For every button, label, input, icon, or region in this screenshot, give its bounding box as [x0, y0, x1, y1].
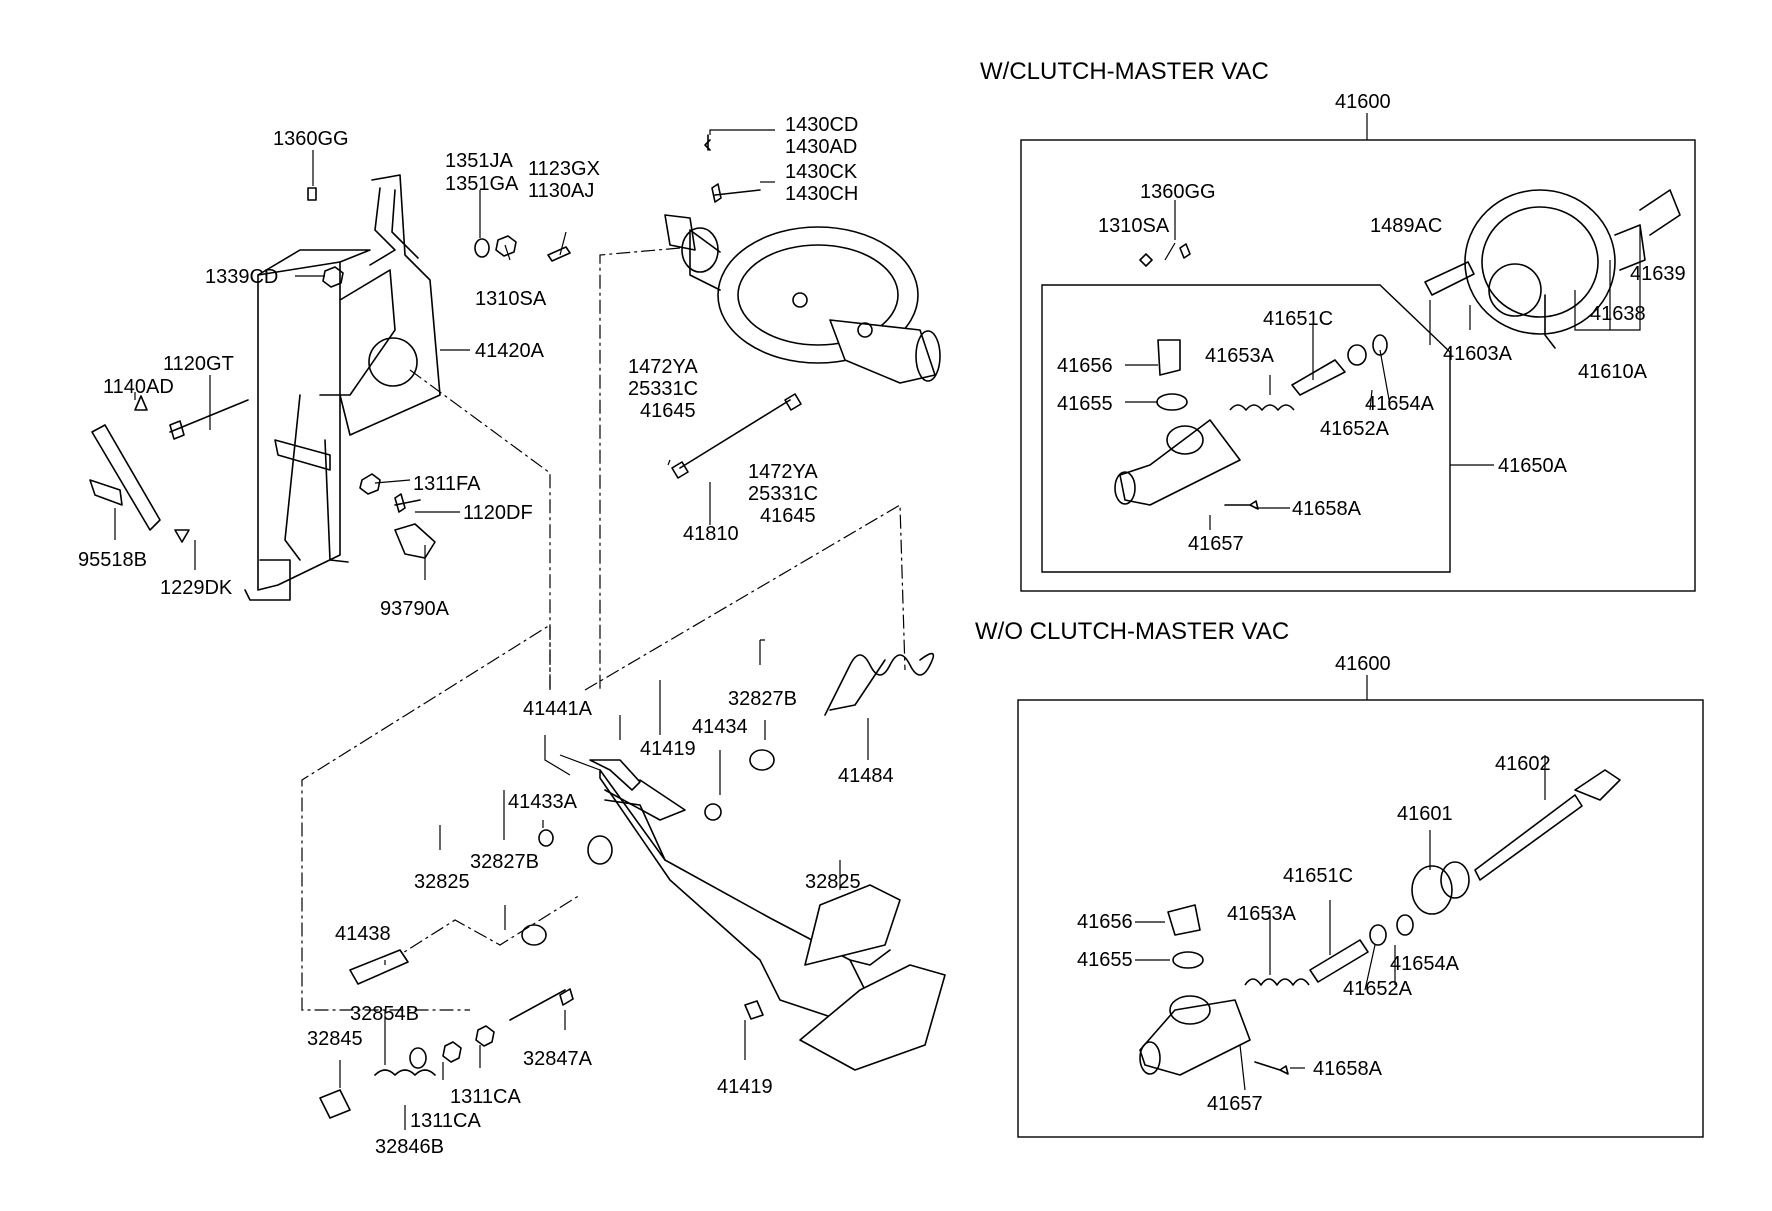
- label-vac-41603A: 41603A: [1443, 343, 1513, 365]
- left-hardware: [89, 187, 571, 559]
- label-1351JA: 1351JA: [445, 150, 513, 172]
- label-95518B: 95518B: [78, 549, 147, 571]
- label-vac-41610A: 41610A: [1578, 361, 1648, 383]
- label-novac-41655: 41655: [1077, 949, 1133, 971]
- label-1351GA: 1351GA: [445, 173, 519, 195]
- label-1430CD: 1430CD: [785, 114, 858, 136]
- subassembly-frame: [1041, 284, 1451, 573]
- novac-pushrod-assembly: [1411, 769, 1621, 915]
- label-1430CK: 1430CK: [785, 161, 858, 183]
- vac-master-cylinder: [1114, 334, 1388, 510]
- label-1229DK: 1229DK: [160, 577, 233, 599]
- label-1311CA-left: 1311CA: [410, 1110, 481, 1132]
- label-32847A: 32847A: [523, 1048, 593, 1070]
- label-vac-1310SA: 1310SA: [1098, 215, 1170, 237]
- label-41420A: 41420A: [475, 340, 545, 362]
- label-novac-41656: 41656: [1077, 911, 1133, 933]
- label-41441A: 41441A: [523, 698, 593, 720]
- without-vac-section: W/O CLUTCH-MASTER VAC 41600: [975, 618, 1704, 1138]
- label-1311CA-right: 1311CA: [450, 1086, 521, 1108]
- label-41419-upper: 41419: [640, 738, 696, 760]
- label-41484: 41484: [838, 765, 894, 787]
- label-1472YA-lower: 1472YA: [748, 461, 818, 483]
- without-vac-frame: [1017, 699, 1704, 1138]
- label-novac-41651C: 41651C: [1283, 865, 1353, 887]
- label-32854B: 32854B: [350, 1003, 419, 1025]
- part-labels: 1360GG 1351JA 1351GA 1123GX 1130AJ 1339C…: [78, 114, 1686, 1158]
- label-41434: 41434: [692, 716, 748, 738]
- booster-hardware: [671, 134, 802, 479]
- label-93790A: 93790A: [380, 598, 450, 620]
- label-32827B-lower: 32827B: [470, 851, 539, 873]
- label-32846B: 32846B: [375, 1136, 444, 1158]
- label-41645-upper: 41645: [640, 400, 696, 422]
- label-32825-left: 32825: [414, 871, 470, 893]
- label-vac-41651C: 41651C: [1263, 308, 1333, 330]
- label-41433A: 41433A: [508, 791, 578, 813]
- label-novac-41653A: 41653A: [1227, 903, 1297, 925]
- label-1123GX: 1123GX: [528, 158, 600, 180]
- label-vac-1360GG: 1360GG: [1140, 181, 1216, 203]
- label-1339CD: 1339CD: [205, 266, 278, 288]
- label-1140AD: 1140AD: [103, 376, 174, 398]
- label-25331C-lower: 25331C: [748, 483, 818, 505]
- brake-booster: [664, 214, 941, 384]
- label-vac-41639: 41639: [1630, 263, 1686, 285]
- clutch-pedal: [587, 759, 946, 1071]
- assembly-dash-lines: [301, 247, 906, 1011]
- label-32845: 32845: [307, 1028, 363, 1050]
- label-vac-41654A: 41654A: [1365, 393, 1435, 415]
- label-32825-right: 32825: [805, 871, 861, 893]
- label-vac-41653A: 41653A: [1205, 345, 1275, 367]
- label-novac-41601: 41601: [1397, 803, 1453, 825]
- leader-lines: [114, 129, 1641, 1130]
- label-1120GT: 1120GT: [163, 353, 234, 375]
- label-vac-41657: 41657: [1188, 533, 1244, 555]
- label-vac-41656: 41656: [1057, 355, 1113, 377]
- return-spring: [824, 652, 935, 716]
- pedal-hardware: [319, 749, 775, 1119]
- label-vac-41655: 41655: [1057, 393, 1113, 415]
- label-32827B-upper: 32827B: [728, 688, 797, 710]
- label-25331C-upper: 25331C: [628, 378, 698, 400]
- label-vac-41638: 41638: [1590, 303, 1646, 325]
- with-vac-title: W/CLUTCH-MASTER VAC: [980, 58, 1269, 85]
- label-novac-41652A: 41652A: [1343, 978, 1413, 1000]
- label-vac-41652A: 41652A: [1320, 418, 1390, 440]
- label-41419-lower: 41419: [717, 1076, 773, 1098]
- label-novac-41654A: 41654A: [1390, 953, 1460, 975]
- label-1120DF: 1120DF: [463, 502, 533, 524]
- pedal-bracket: [244, 174, 441, 601]
- label-1311FA: 1311FA: [413, 473, 481, 495]
- vac-booster-upper: [1139, 189, 1681, 349]
- label-novac-41658A: 41658A: [1313, 1058, 1383, 1080]
- label-1310SA: 1310SA: [475, 288, 547, 310]
- label-novac-41657: 41657: [1207, 1093, 1263, 1115]
- novac-master-cylinder: [1139, 904, 1414, 1076]
- label-1430CH: 1430CH: [785, 183, 858, 205]
- label-1430AD: 1430AD: [785, 136, 857, 158]
- with-vac-assembly-label: 41600: [1335, 91, 1391, 113]
- subassembly-label: 41650A: [1498, 455, 1568, 477]
- label-41810: 41810: [683, 523, 739, 545]
- label-1472YA-upper: 1472YA: [628, 356, 698, 378]
- label-41645-lower: 41645: [760, 505, 816, 527]
- label-1360GG: 1360GG: [273, 128, 349, 150]
- without-vac-assembly-label: 41600: [1335, 653, 1391, 675]
- label-vac-1489AC: 1489AC: [1370, 215, 1442, 237]
- without-vac-title: W/O CLUTCH-MASTER VAC: [975, 618, 1289, 645]
- label-41438: 41438: [335, 923, 391, 945]
- label-1130AJ: 1130AJ: [528, 180, 594, 202]
- with-vac-section: W/CLUTCH-MASTER VAC 41600 41650A: [980, 58, 1696, 592]
- with-vac-frame: [1020, 139, 1696, 592]
- label-novac-41602: 41602: [1495, 753, 1551, 775]
- label-vac-41658A: 41658A: [1292, 498, 1362, 520]
